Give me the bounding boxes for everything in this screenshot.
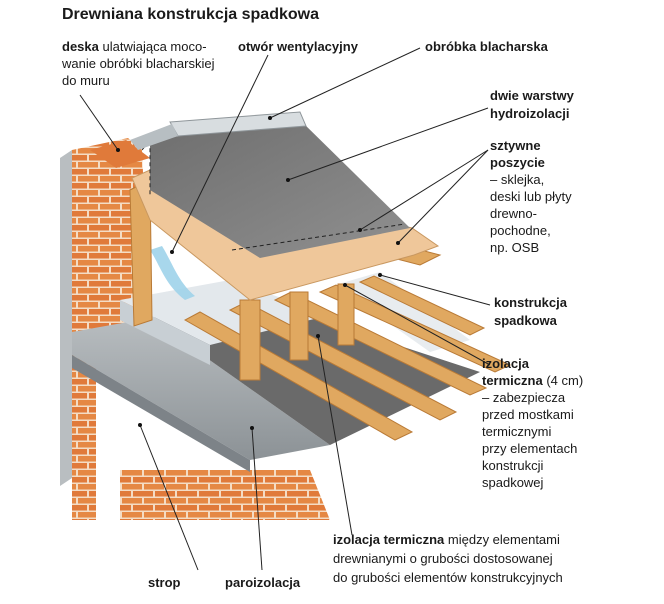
label-izol4-line5: termicznymi bbox=[482, 424, 552, 439]
label-izol4-line6: przy elementach bbox=[482, 441, 578, 456]
leader-lines bbox=[79, 47, 491, 571]
label-paroizolacja: paroizolacja bbox=[225, 575, 301, 590]
label-deska-line3: do muru bbox=[62, 73, 110, 88]
label-izol4-line8: spadkowej bbox=[482, 475, 544, 490]
label-poszycie-line5: drewno- bbox=[490, 206, 537, 221]
concrete-slab bbox=[72, 318, 330, 460]
slab-edge bbox=[72, 355, 250, 472]
label-izol4-line2-bold: termiczna bbox=[482, 373, 543, 388]
label-hydroizolacja: dwie warstwy hydroizolacji bbox=[490, 87, 574, 123]
label-izolacja-4cm: izolacja termiczna (4 cm) – zabezpiecza … bbox=[482, 355, 583, 491]
label-izol4-line4: przed mostkami bbox=[482, 407, 574, 422]
label-izol4-line2-rest: (4 cm) bbox=[542, 373, 584, 388]
label-deska-rest: ulatwiająca moco- bbox=[98, 39, 207, 54]
label-izolmid-line3: do grubości elementów konstrukcyjnych bbox=[333, 570, 563, 585]
insulation-blocks bbox=[120, 280, 330, 345]
label-poszycie-line2: poszycie bbox=[490, 155, 545, 170]
label-poszycie-line7: np. OSB bbox=[490, 240, 540, 255]
label-poszycie-line4: deski lub płyty bbox=[490, 189, 572, 204]
leader-dots bbox=[116, 116, 400, 430]
label-izol4-line1: izolacja bbox=[482, 356, 529, 371]
label-obrobka-blacharska: obróbka blacharska bbox=[425, 39, 548, 54]
label-konstrukcja-spadkowa: konstrukcja spadkowa bbox=[494, 294, 567, 330]
label-izolacja-miedzy: izolacja termiczna między elementami dre… bbox=[333, 530, 563, 587]
label-izolmid-rest: między elementami bbox=[444, 532, 560, 547]
label-deska: deska ulatwiająca moco- wanie obróbki bl… bbox=[62, 38, 214, 89]
label-poszycie-line3: – sklejka, bbox=[490, 172, 545, 187]
label-izolmid-line2: drewnianymi o grubości dostosowanej bbox=[333, 551, 553, 566]
label-deska-line2: wanie obróbki blacharskiej bbox=[62, 56, 215, 71]
label-izol4-line3: – zabezpiecza bbox=[482, 390, 566, 405]
membrane-seam bbox=[231, 223, 406, 251]
label-konstrukcja-line2: spadkowa bbox=[494, 313, 557, 328]
flashing-side bbox=[130, 124, 178, 150]
label-hydro-line2: hydroizolacji bbox=[490, 106, 570, 121]
label-poszycie: sztywne poszycie – sklejka, deski lub pł… bbox=[490, 137, 572, 256]
label-izolmid-bold: izolacja termiczna bbox=[333, 532, 445, 547]
label-poszycie-line1: sztywne bbox=[490, 138, 541, 153]
label-strop: strop bbox=[148, 575, 181, 590]
label-otwor-wentylacyjny: otwór wentylacyjny bbox=[238, 39, 358, 54]
label-poszycie-line6: pochodne, bbox=[490, 223, 551, 238]
ventilation-duct bbox=[150, 246, 195, 300]
label-deska-bold: deska bbox=[62, 39, 99, 54]
membrane-upturn bbox=[141, 138, 151, 195]
parapet-edge bbox=[60, 150, 72, 486]
wall-crown bbox=[90, 140, 150, 168]
diagram-title: Drewniana konstrukcja spadkowa bbox=[62, 6, 319, 23]
waterproof-membrane bbox=[150, 120, 410, 258]
label-hydro-line1: dwie warstwy bbox=[490, 88, 574, 103]
label-izol4-line7: konstrukcji bbox=[482, 458, 544, 473]
label-konstrukcja-line1: konstrukcja bbox=[494, 295, 567, 310]
